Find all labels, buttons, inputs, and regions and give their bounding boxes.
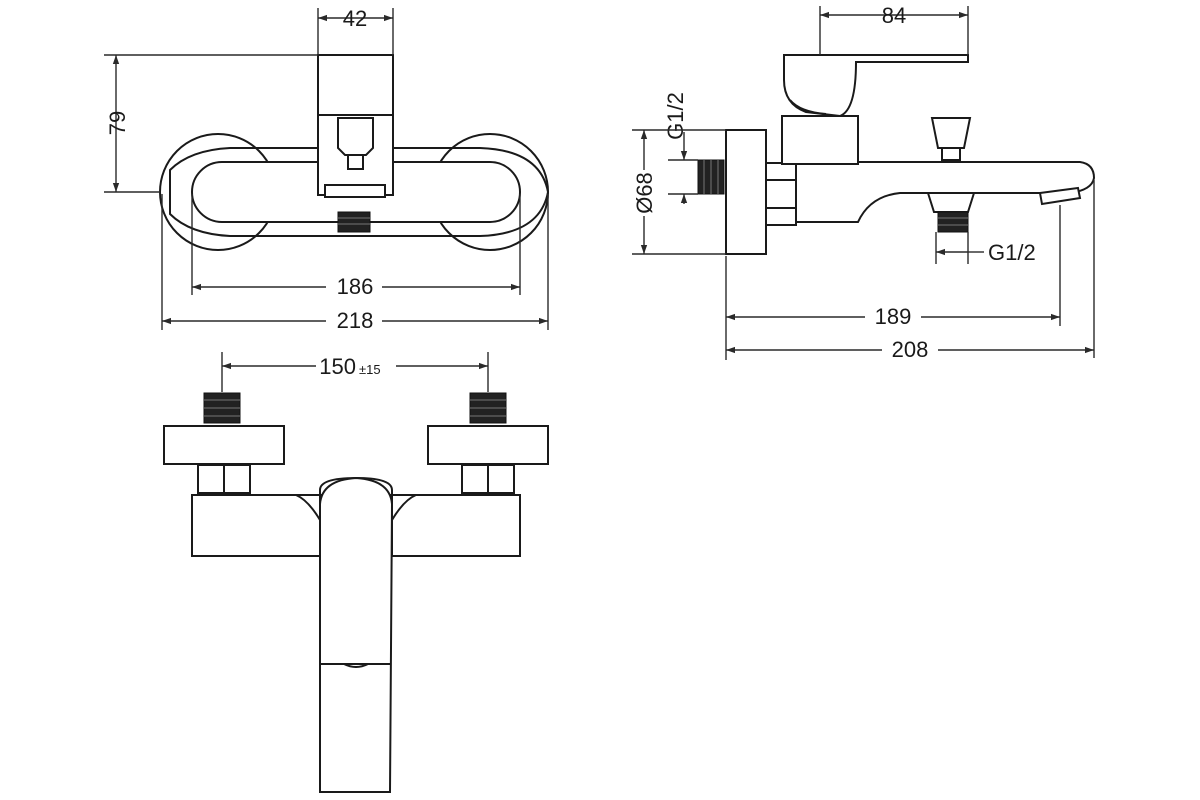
side-flange xyxy=(725,129,767,255)
side-outlet-thread xyxy=(937,211,969,233)
bottom-view: 150 ±15 xyxy=(163,352,549,793)
bottom-right-flange xyxy=(427,425,549,465)
side-diverter-knob xyxy=(930,117,972,149)
dim-side-outlet-thread: G1/2 xyxy=(988,240,1036,265)
cartridge-cap xyxy=(337,117,374,156)
side-spout-tip xyxy=(1038,186,1082,206)
side-hex-nut xyxy=(765,162,797,226)
dim-side-spout-reach: 189 xyxy=(875,304,912,329)
dim-side-inlet-thread: G1/2 xyxy=(663,92,688,140)
dim-front-inner-width: 186 xyxy=(337,274,374,299)
dim-side-flange-diameter: Ø68 xyxy=(632,172,657,214)
dim-side-overall-depth: 208 xyxy=(892,337,929,362)
dim-front-height: 79 xyxy=(105,111,130,135)
handle-block xyxy=(317,54,394,116)
outlet-thread xyxy=(337,211,371,233)
dim-side-handle-length: 84 xyxy=(882,3,906,28)
side-handle-column xyxy=(781,115,859,165)
dim-bottom-tolerance: ±15 xyxy=(359,362,381,377)
side-lever-handle xyxy=(783,54,969,118)
dim-bottom-center-distance: 150 xyxy=(319,354,356,379)
front-view: 42 79 186 218 xyxy=(104,6,550,333)
side-view: 84 G1/2 Ø68 G1/2 189 208 xyxy=(632,3,1096,362)
dim-front-handle-width: 42 xyxy=(343,6,367,31)
lower-collar xyxy=(324,184,386,198)
dim-front-overall-width: 218 xyxy=(337,308,374,333)
bottom-left-flange xyxy=(163,425,285,465)
cartridge-stem xyxy=(347,154,364,170)
body-outer xyxy=(169,147,550,237)
bottom-spout xyxy=(319,476,394,793)
